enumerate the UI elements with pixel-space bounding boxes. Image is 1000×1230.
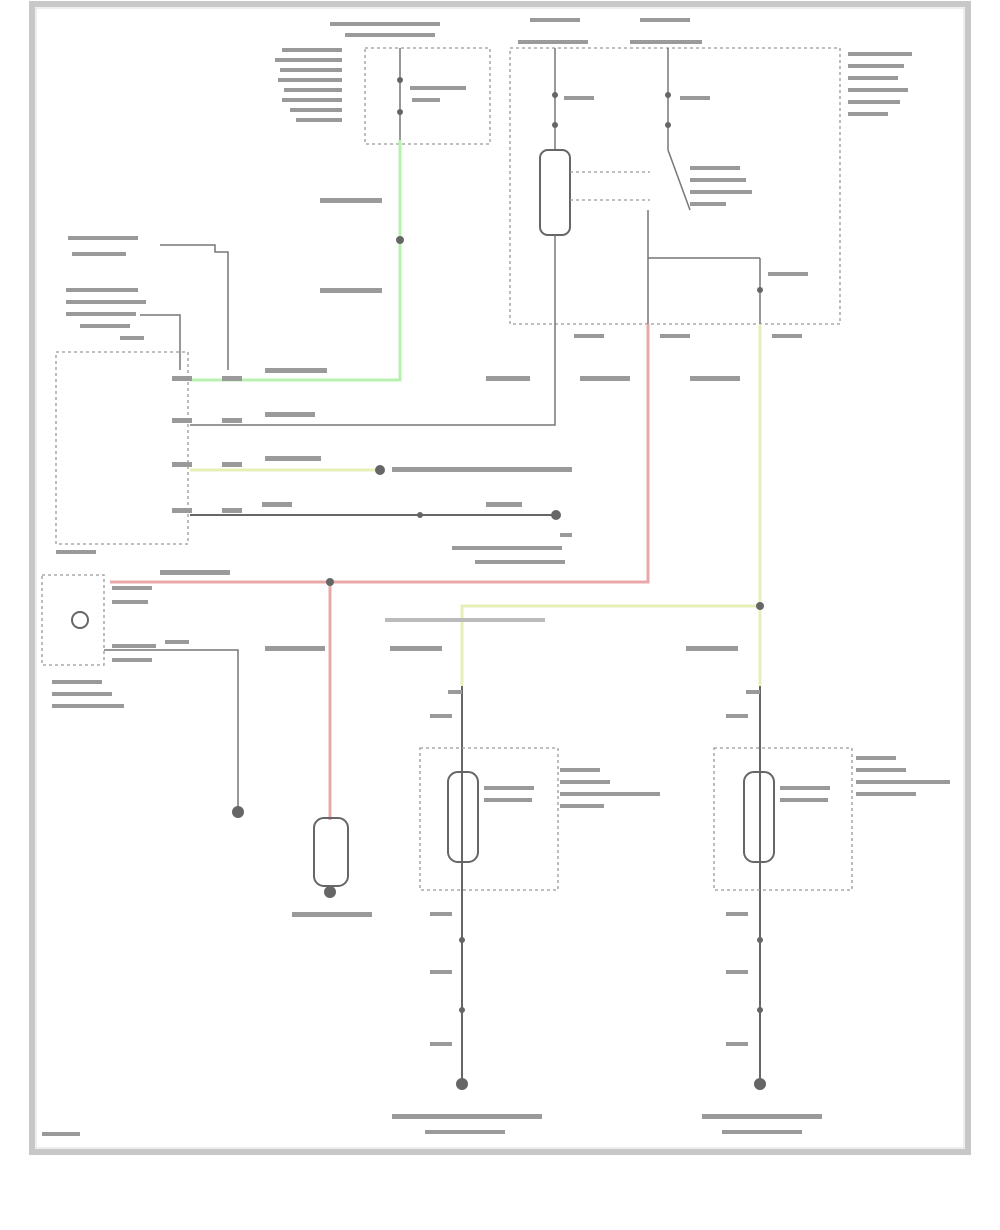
- lamp-feed-wires: [385, 324, 764, 686]
- lamp-right: [702, 686, 950, 1134]
- left-module: [55, 236, 242, 554]
- signal-wires: [190, 324, 740, 564]
- pink-wire-run: [110, 324, 650, 820]
- image-code-mark: [42, 1132, 80, 1136]
- lamp-left: [392, 686, 660, 1134]
- diagram-frame-inner: [35, 7, 965, 1149]
- green-wire-run: [190, 140, 404, 382]
- diagram-frame: [29, 1, 971, 1155]
- fuse-box-top-left: [275, 22, 491, 145]
- relay-box: [509, 18, 912, 338]
- switch-left: [41, 574, 244, 818]
- center-ground: [292, 817, 372, 917]
